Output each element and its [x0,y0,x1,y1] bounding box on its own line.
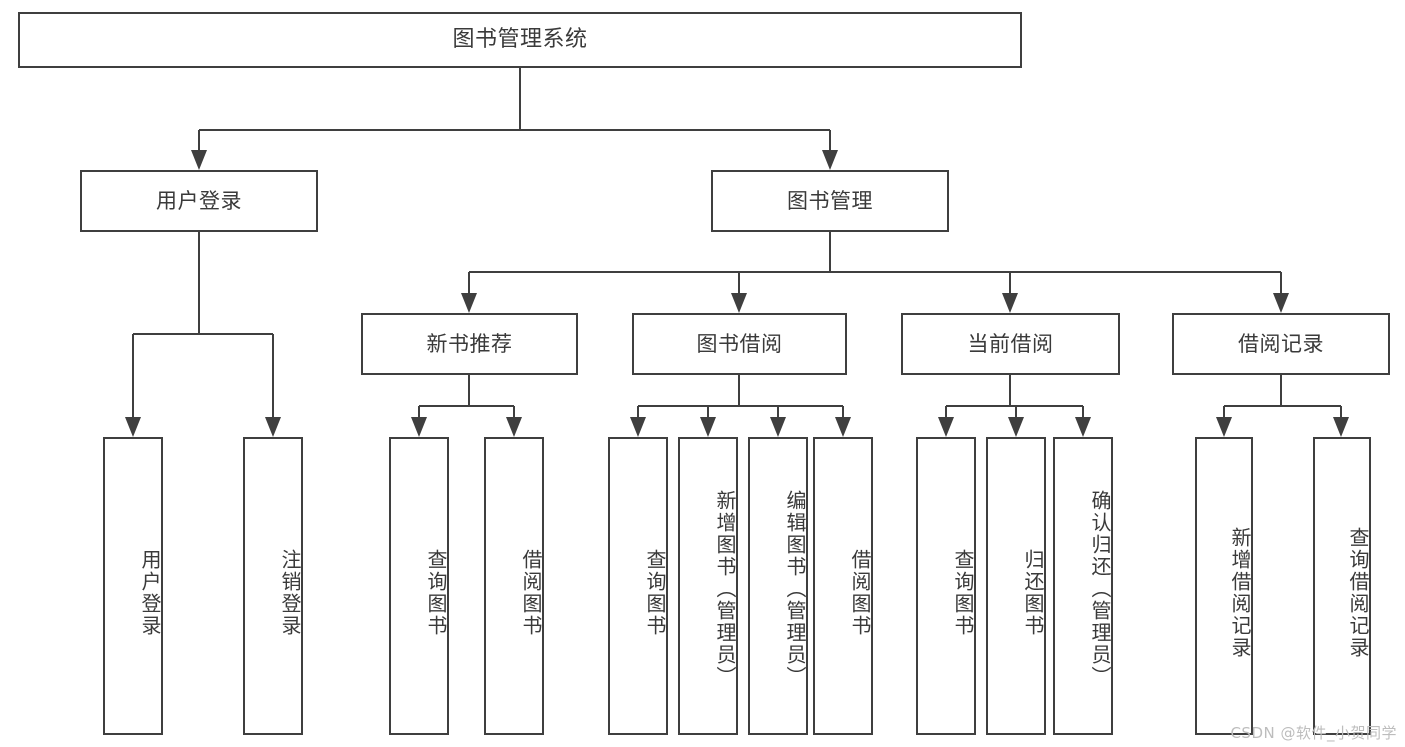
node-label: 归还图书 [1021,549,1045,637]
arrowhead-new-book-recommend [461,293,477,313]
arrowhead-leaf-query-book-1 [411,417,427,437]
node-current-borrow[interactable]: 当前借阅 [901,313,1120,375]
node-label: 查询图书 [424,549,448,637]
arrowhead-leaf-query-book-2 [630,417,646,437]
node-label: 新书推荐 [426,331,513,356]
node-leaf-borrow-book-2[interactable]: 借阅图书 [813,437,873,735]
node-book-borrow[interactable]: 图书借阅 [632,313,847,375]
node-leaf-query-book-3[interactable]: 查询图书 [916,437,976,735]
node-leaf-confirm-return[interactable]: 确认归还（管理员） [1053,437,1113,735]
node-label: 图书管理 [787,188,873,213]
node-label: 注销登录 [278,549,302,637]
node-borrow-record[interactable]: 借阅记录 [1172,313,1390,375]
arrowhead-leaf-return-book [1008,417,1024,437]
arrowhead-leaf-query-book-3 [938,417,954,437]
node-label: 查询图书 [643,549,667,637]
node-label: 借阅图书 [848,549,872,637]
node-leaf-return-book[interactable]: 归还图书 [986,437,1046,735]
node-label: 图书借阅 [696,331,783,356]
node-leaf-query-borrow-record[interactable]: 查询借阅记录 [1313,437,1371,735]
node-leaf-query-book-2[interactable]: 查询图书 [608,437,668,735]
node-new-book-recommend[interactable]: 新书推荐 [361,313,578,375]
watermark-text: CSDN @软件_小贺同学 [1230,724,1397,742]
node-label: 查询图书 [951,549,975,637]
node-label: 当前借阅 [967,331,1054,356]
arrowhead-user-login [191,150,207,170]
arrowhead-leaf-user-login [125,417,141,437]
arrowhead-leaf-edit-book [770,417,786,437]
node-book-manage[interactable]: 图书管理 [711,170,949,232]
arrowhead-leaf-user-logout [265,417,281,437]
node-label: 图书管理系统 [452,27,588,52]
node-label: 用户登录 [156,188,242,213]
node-label: 新增借阅记录 [1228,527,1252,659]
arrowhead-book-borrow [731,293,747,313]
node-leaf-user-login[interactable]: 用户登录 [103,437,163,735]
node-leaf-user-logout[interactable]: 注销登录 [243,437,303,735]
arrowhead-leaf-add-borrow-record [1216,417,1232,437]
node-label: 借阅图书 [519,549,543,637]
arrowhead-leaf-borrow-book-1 [506,417,522,437]
node-label: 借阅记录 [1238,331,1324,356]
node-label: 确认归还（管理员） [1088,490,1112,688]
node-leaf-add-borrow-record[interactable]: 新增借阅记录 [1195,437,1253,735]
node-leaf-borrow-book-1[interactable]: 借阅图书 [484,437,544,735]
arrowhead-leaf-confirm-return [1075,417,1091,437]
node-user-login[interactable]: 用户登录 [80,170,318,232]
node-label: 查询借阅记录 [1346,527,1370,659]
node-label: 用户登录 [138,549,162,637]
arrowhead-leaf-borrow-book-2 [835,417,851,437]
arrowhead-current-borrow [1002,293,1018,313]
node-leaf-query-book-1[interactable]: 查询图书 [389,437,449,735]
node-label: 新增图书（管理员） [713,490,737,688]
node-leaf-edit-book[interactable]: 编辑图书（管理员） [748,437,808,735]
node-label: 编辑图书（管理员） [783,490,807,688]
arrowhead-leaf-add-book [700,417,716,437]
node-root-book-management-system[interactable]: 图书管理系统 [18,12,1022,68]
arrowhead-borrow-record [1273,293,1289,313]
node-leaf-add-book[interactable]: 新增图书（管理员） [678,437,738,735]
arrowhead-book-manage [822,150,838,170]
arrowhead-leaf-query-borrow-record [1333,417,1349,437]
